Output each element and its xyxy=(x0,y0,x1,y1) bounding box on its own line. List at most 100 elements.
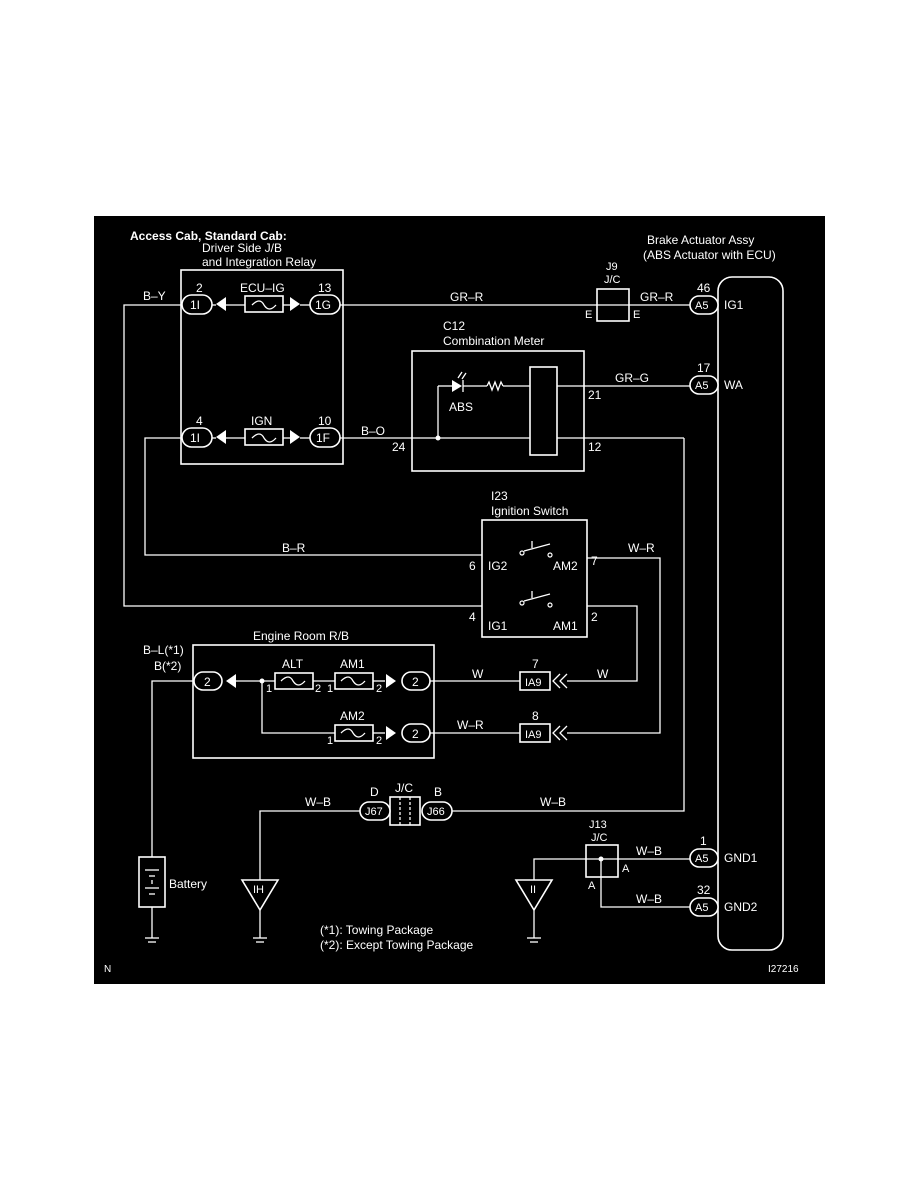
battery: Battery xyxy=(138,856,207,943)
connector-a5-label: A5 xyxy=(695,300,708,312)
junction-jc-mid: J/C D B J67 J66 xyxy=(359,781,453,826)
c12-name: Combination Meter xyxy=(443,334,544,348)
fuse-icon xyxy=(340,728,366,738)
fuse-icon xyxy=(251,433,277,443)
i23-pin-2: 2 xyxy=(591,610,598,624)
wire-label-wr-2: W–R xyxy=(457,718,484,732)
switch-contact xyxy=(547,602,553,608)
note-towing: (*1): Towing Package xyxy=(320,923,434,937)
wire-w xyxy=(567,605,638,682)
driver-jb-box xyxy=(180,269,344,465)
arrow-left-icon xyxy=(216,430,226,444)
ia9-pin-7: 7 xyxy=(532,657,539,671)
i23-name: Ignition Switch xyxy=(491,504,568,518)
i23-pin-7: 7 xyxy=(591,554,598,568)
erb-box xyxy=(192,644,435,759)
ia9-label: IA9 xyxy=(525,729,542,741)
connector-1i-bottom-label: 1I xyxy=(190,431,200,445)
wire-label-by: B–Y xyxy=(143,289,166,303)
j9-id: J9 xyxy=(606,261,618,273)
arrow-left-icon xyxy=(226,674,236,688)
ground-ih: IH xyxy=(240,879,280,943)
arrow-left-icon xyxy=(216,297,226,311)
wire-label-wb-1: W–B xyxy=(305,795,331,809)
junction-j13: J13 J/C A A xyxy=(585,819,630,892)
combination-meter: C12 Combination Meter ABS 21 24 12 xyxy=(392,319,690,472)
j9-pin-e-out: E xyxy=(633,309,640,321)
note-except-towing: (*2): Except Towing Package xyxy=(320,938,474,952)
wire-label-grr-1: GR–R xyxy=(450,290,484,304)
ecu-pin-gnd1: GND1 xyxy=(724,851,758,865)
alt-pin-2: 2 xyxy=(315,683,321,695)
ecu-ig-fuse xyxy=(244,295,284,313)
connector-ia9-7: 7 IA9 xyxy=(519,657,568,691)
i23-box xyxy=(481,519,588,638)
pin-13-label: 13 xyxy=(318,281,332,295)
connector-1g-label: 1G xyxy=(315,298,331,312)
light-rays-icon xyxy=(457,371,467,380)
battery-label: Battery xyxy=(169,877,207,891)
wire-w-b-gnd2 xyxy=(600,859,690,908)
i23-ig1: IG1 xyxy=(488,619,508,633)
wire-w-b-meter xyxy=(452,438,685,812)
resistor-icon xyxy=(486,380,504,392)
erb-battery-pin: 2 xyxy=(204,675,211,689)
wire-w-r xyxy=(567,557,661,734)
j9-type: J/C xyxy=(604,274,621,286)
am1-pin-1: 1 xyxy=(327,683,333,695)
c12-pin-12: 12 xyxy=(588,440,602,454)
arrow-right-icon xyxy=(386,726,396,740)
driver-jb-label-2: and Integration Relay xyxy=(202,255,316,269)
erb-am2-pin: 2 xyxy=(412,727,419,741)
jc-mid-b: B xyxy=(434,785,442,799)
fuse-icon xyxy=(251,300,277,310)
i23-pin-6: 6 xyxy=(469,559,476,573)
switch-contact xyxy=(547,552,553,558)
ign-fuse-label: IGN xyxy=(251,414,272,428)
i23-id: I23 xyxy=(491,489,508,503)
driver-jb-label-1: Driver Side J/B xyxy=(202,241,282,255)
ground-ih-label: IH xyxy=(253,884,264,896)
switch-contact xyxy=(519,550,525,556)
i23-am1: AM1 xyxy=(553,619,578,633)
meter-ecu-block xyxy=(529,366,558,456)
j67-label: J67 xyxy=(365,806,383,818)
brake-actuator-assy: Brake Actuator Assy (ABS Actuator with E… xyxy=(643,233,784,951)
wire-b-r xyxy=(144,437,482,556)
wire-label-w-1: W xyxy=(597,667,609,681)
ignition-switch: I23 Ignition Switch 6 IG2 AM2 7 4 IG1 AM… xyxy=(469,489,598,638)
ground-ii: II xyxy=(514,879,554,943)
j66-label: J66 xyxy=(427,806,445,818)
wire-label-wb-3: W–B xyxy=(636,844,662,858)
i23-ig2: IG2 xyxy=(488,559,508,573)
i23-am2: AM2 xyxy=(553,559,578,573)
corner-mark: N xyxy=(104,964,111,975)
chevron-left-icon xyxy=(552,725,568,741)
ecu-pin-wa: WA xyxy=(724,378,743,392)
j13-type: J/C xyxy=(591,832,608,844)
am1-pin-2: 2 xyxy=(376,683,382,695)
pin-4-label: 4 xyxy=(196,414,203,428)
arrow-right-icon xyxy=(290,297,300,311)
wire-label-wr-1: W–R xyxy=(628,541,655,555)
alt-pin-1: 1 xyxy=(266,683,272,695)
connector-a5-label: A5 xyxy=(695,853,708,865)
am2-pin-1: 1 xyxy=(327,735,333,747)
connector-1i-top-label: 1I xyxy=(190,298,200,312)
ground-triangle-icon xyxy=(240,879,280,912)
am2-fuse-label: AM2 xyxy=(340,709,365,723)
pin-32-label: 32 xyxy=(697,883,711,897)
wire-label-grg: GR–G xyxy=(615,371,649,385)
ia9-pin-8: 8 xyxy=(532,709,539,723)
arrow-right-icon xyxy=(386,674,396,688)
pin-10-label: 10 xyxy=(318,414,332,428)
ign-fuse xyxy=(244,428,284,446)
jc-mid-type: J/C xyxy=(395,781,413,795)
diagram-title: Access Cab, Standard Cab: xyxy=(130,229,287,243)
j13-a-right: A xyxy=(622,863,630,875)
connector-ia9-8: 8 IA9 xyxy=(519,709,568,743)
actuator-ecu-box xyxy=(717,276,784,951)
j13-id: J13 xyxy=(589,819,607,831)
ground-ii-label: II xyxy=(530,884,536,896)
fuse-icon xyxy=(280,676,306,686)
